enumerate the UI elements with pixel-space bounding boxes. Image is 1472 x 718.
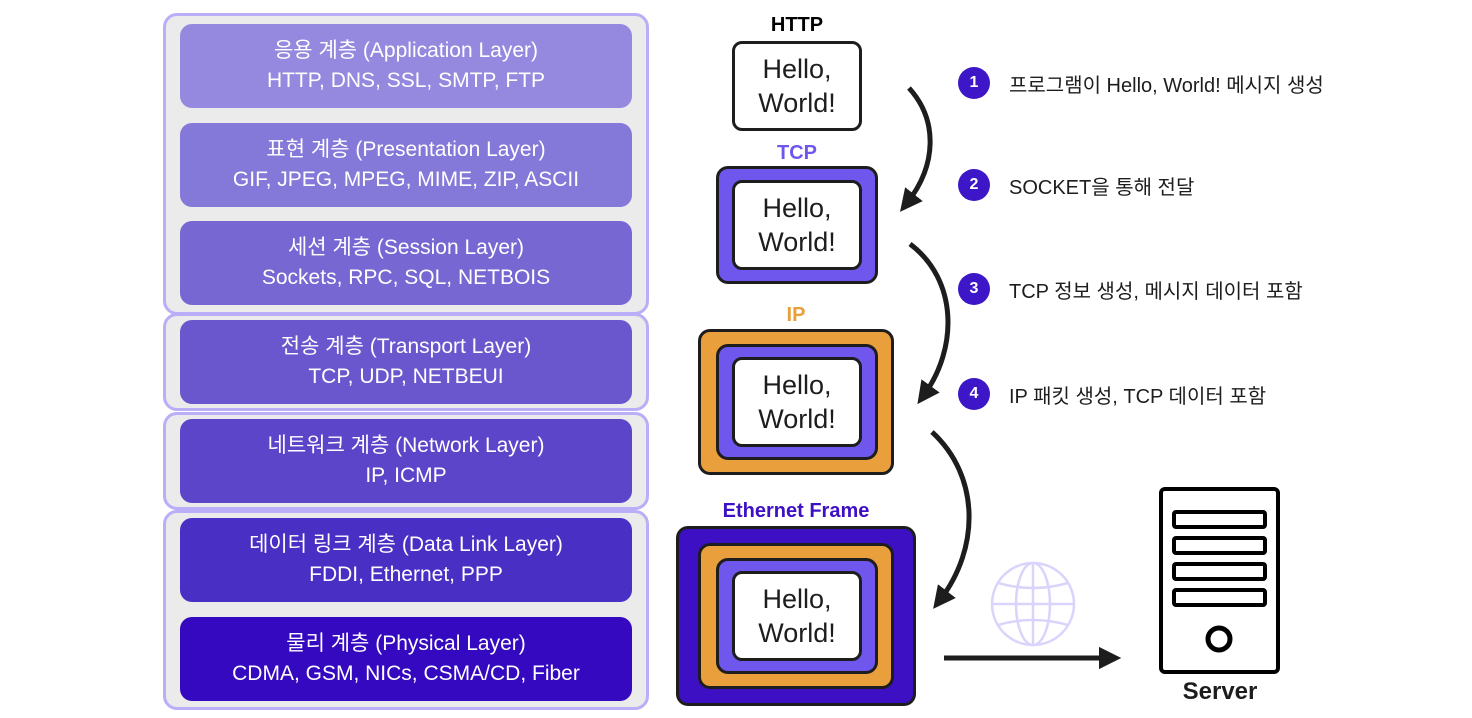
message-line-1: Hello, xyxy=(762,584,832,614)
ip-message: Hello, World! xyxy=(732,357,862,447)
http-message: Hello, World! xyxy=(732,41,862,131)
layer-name: 응용 계층 (Application Layer) xyxy=(273,39,539,62)
layer-protocols: GIF, JPEG, MPEG, MIME, ZIP, ASCII xyxy=(232,168,580,191)
step-text: TCP 정보 생성, 메시지 데이터 포함 xyxy=(1009,280,1303,303)
http-label: HTTP xyxy=(770,14,824,36)
message-line-2: World! xyxy=(758,404,836,434)
layer-presentation: 표현 계층 (Presentation Layer) GIF, JPEG, MP… xyxy=(180,123,632,207)
flow-arrow-2 xyxy=(908,242,951,405)
layer-protocols: TCP, UDP, NETBEUI xyxy=(308,365,504,388)
message-line-2: World! xyxy=(758,88,836,118)
message-line-1: Hello, xyxy=(762,193,832,223)
step-number: 2 xyxy=(958,169,990,201)
message-line-1: Hello, xyxy=(762,370,832,400)
tcp-message: Hello, World! xyxy=(732,180,862,270)
step-text: IP 패킷 생성, TCP 데이터 포함 xyxy=(1009,385,1267,408)
layer-protocols: Sockets, RPC, SQL, NETBOIS xyxy=(261,266,551,289)
layer-protocols: HTTP, DNS, SSL, SMTP, FTP xyxy=(266,69,546,92)
flow-arrow-1 xyxy=(900,86,933,212)
layer-physical: 물리 계층 (Physical Layer) CDMA, GSM, NICs, … xyxy=(180,617,632,701)
globe-icon xyxy=(990,561,1076,647)
frame-message: Hello, World! xyxy=(732,571,862,661)
layer-name: 물리 계층 (Physical Layer) xyxy=(286,632,526,655)
layer-name: 표현 계층 (Presentation Layer) xyxy=(266,138,546,161)
frame-label: Ethernet Frame xyxy=(722,500,870,522)
layer-protocols: CDMA, GSM, NICs, CSMA/CD, Fiber xyxy=(232,662,580,685)
step-1: 1 프로그램이 Hello, World! 메시지 생성 xyxy=(958,66,1324,100)
step-number: 1 xyxy=(958,67,990,99)
layer-application: 응용 계층 (Application Layer) HTTP, DNS, SSL… xyxy=(180,24,632,108)
message-line-2: World! xyxy=(758,227,836,257)
ip-label: IP xyxy=(786,304,806,326)
layer-name: 전송 계층 (Transport Layer) xyxy=(280,335,532,358)
message-line-1: Hello, xyxy=(762,54,832,84)
layer-protocols: FDDI, Ethernet, PPP xyxy=(309,563,503,586)
layer-name: 데이터 링크 계층 (Data Link Layer) xyxy=(249,533,563,556)
layer-data-link: 데이터 링크 계층 (Data Link Layer) FDDI, Ethern… xyxy=(180,518,632,602)
step-3: 3 TCP 정보 생성, 메시지 데이터 포함 xyxy=(958,272,1303,306)
layer-network: 네트워크 계층 (Network Layer) IP, ICMP xyxy=(180,419,632,503)
step-text: SOCKET을 통해 전달 xyxy=(1009,176,1195,199)
step-number: 4 xyxy=(958,378,990,410)
layer-transport: 전송 계층 (Transport Layer) TCP, UDP, NETBEU… xyxy=(180,320,632,404)
step-text: 프로그램이 Hello, World! 메시지 생성 xyxy=(1009,74,1324,97)
step-2: 2 SOCKET을 통해 전달 xyxy=(958,168,1194,202)
layer-protocols: IP, ICMP xyxy=(365,464,447,487)
step-4: 4 IP 패킷 생성, TCP 데이터 포함 xyxy=(958,377,1266,411)
layer-name: 세션 계층 (Session Layer) xyxy=(287,236,524,259)
message-line-2: World! xyxy=(758,618,836,648)
server-label: Server xyxy=(1182,678,1258,705)
layer-name: 네트워크 계층 (Network Layer) xyxy=(267,434,545,457)
step-number: 3 xyxy=(958,273,990,305)
server-icon xyxy=(1159,487,1280,674)
tcp-label: TCP xyxy=(777,142,817,164)
layer-session: 세션 계층 (Session Layer) Sockets, RPC, SQL,… xyxy=(180,221,632,305)
flow-arrow-3 xyxy=(930,430,972,609)
